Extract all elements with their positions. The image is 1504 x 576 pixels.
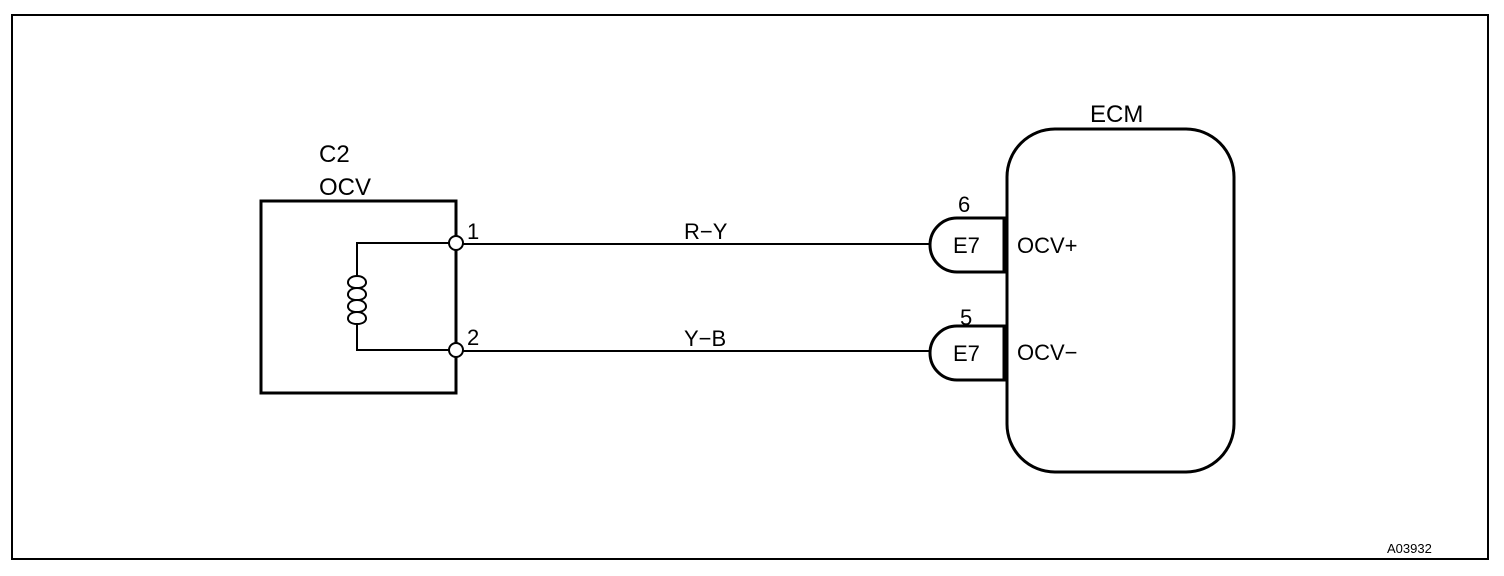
pin-1-label: 1 bbox=[467, 219, 479, 244]
connector-e7-pin5 bbox=[928, 324, 1006, 382]
diagram-frame bbox=[11, 14, 1489, 560]
connector-2-id: E7 bbox=[953, 341, 980, 366]
ecm-signal-ocv-minus: OCV− bbox=[1017, 340, 1078, 365]
coil-icon bbox=[347, 275, 367, 326]
connectors: E7 6 E7 5 bbox=[928, 192, 1006, 382]
ecm-component: ECM OCV+ OCV− bbox=[1005, 101, 1236, 474]
connector-1-id: E7 bbox=[953, 233, 980, 258]
component-name: OCV bbox=[319, 174, 371, 201]
ecm-pin-5-label: 5 bbox=[960, 305, 972, 330]
ocv-box bbox=[259, 199, 458, 395]
figure-id: A03932 bbox=[1387, 541, 1432, 556]
ecm-signal-ocv-plus: OCV+ bbox=[1017, 233, 1078, 258]
ecm-box bbox=[1005, 127, 1236, 474]
component-connector-id: C2 bbox=[319, 141, 350, 168]
ocv-component: C2 OCV 1 2 bbox=[259, 141, 479, 395]
connector-e7-pin6 bbox=[928, 216, 1006, 274]
terminal-pin-1-icon bbox=[448, 235, 464, 251]
coil-circuit-wire bbox=[356, 242, 456, 351]
wire-1-color-code: R−Y bbox=[684, 219, 728, 244]
terminal-pin-2-icon bbox=[448, 342, 464, 358]
pin-2-label: 2 bbox=[467, 325, 479, 350]
wire-2-color-code: Y−B bbox=[684, 326, 726, 351]
wires: R−Y Y−B bbox=[463, 219, 930, 352]
ecm-title: ECM bbox=[1090, 101, 1143, 128]
ecm-pin-6-label: 6 bbox=[958, 192, 970, 217]
